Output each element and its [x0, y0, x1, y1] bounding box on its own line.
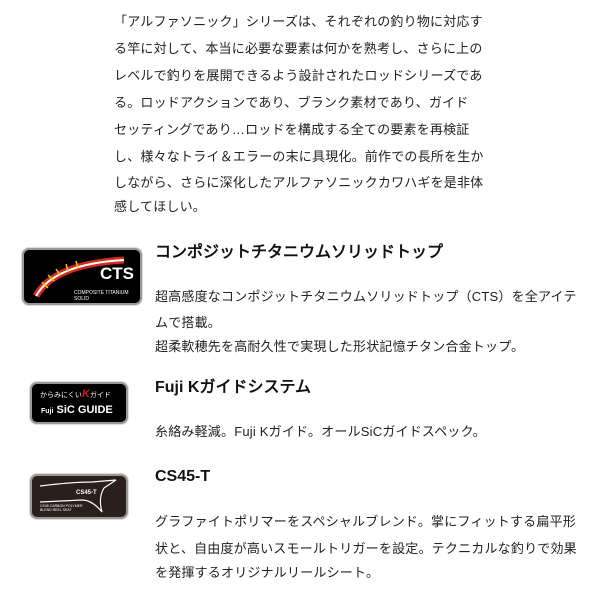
- feature-text: 超高感度なコンポジットチタニウムソリッドトップ（CTS）を全アイテ: [155, 289, 577, 304]
- intro-line: る。ロッドアクションであり、ブランク素材であり、ガイド: [114, 95, 469, 110]
- feature-text: を発揮するオリジナルリールシート。: [155, 565, 380, 580]
- logo-text: からみにくい: [40, 392, 82, 399]
- cs45-t-logo: CS45-T CS45 CARBON POLYMER BLEND REEL SE…: [30, 474, 128, 519]
- intro-line: レベルで釣りを展開できるよう設計されたロッドシリーズであ: [114, 68, 483, 83]
- feature-title: Fuji Kガイドシステム: [155, 379, 311, 396]
- logo-text: ガイド: [89, 392, 111, 399]
- cts-logo: CTS COMPOSITE TITANIUM SOLID: [22, 248, 142, 305]
- intro-line: る竿に対して、本当に必要な要素は何かを熟考し、さらに上の: [114, 41, 483, 56]
- feature-title: コンポジットチタニウムソリッドトップ: [155, 244, 444, 261]
- logo-subtext: CS45 CARBON POLYMER: [40, 504, 83, 508]
- logo-brand: Fuji: [41, 408, 54, 415]
- intro-line: 「アルファソニック」シリーズは、それぞれの釣り物に対応す: [114, 14, 483, 29]
- feature-text: 状と、自由度が高いスモールトリガーを設定。テクニカルな釣りで効果: [155, 541, 577, 556]
- feature-text: ムで搭載。: [155, 315, 222, 330]
- cts-logo-text: CTS: [100, 264, 134, 283]
- intro-line: 感してほしい。: [114, 199, 207, 214]
- feature-text: 糸絡み軽減。Fuji Kガイド。オールSiCガイドスペック。: [155, 424, 486, 439]
- feature-text: グラファイトポリマーをスペシャルブレンド。掌にフィットする扁平形: [155, 514, 576, 529]
- feature-text: 超柔軟穂先を高耐久性で実現した形状記憶チタン合金トップ。: [155, 339, 525, 354]
- logo-k: K: [81, 388, 90, 400]
- logo-text: SiC GUIDE: [56, 404, 113, 416]
- intro-line: し、様々なトライ＆エラーの末に具現化。前作での長所を生か: [114, 149, 484, 164]
- intro-line: セッティングであり…ロッドを構成する全ての要素を再検証: [114, 122, 470, 137]
- fuji-sic-guide-logo: からみにくいKガイド Fuji SiC GUIDE: [30, 382, 128, 424]
- logo-subtext: BLEND REEL SEAT: [40, 508, 72, 512]
- feature-title: CS45-T: [155, 468, 211, 485]
- logo-text: CS45-T: [76, 490, 97, 496]
- cts-logo-subtext: COMPOSITE TITANIUM SOLID: [74, 290, 129, 302]
- intro-line: しながら、さらに深化したアルファソニックカワハギを是非体: [114, 175, 484, 190]
